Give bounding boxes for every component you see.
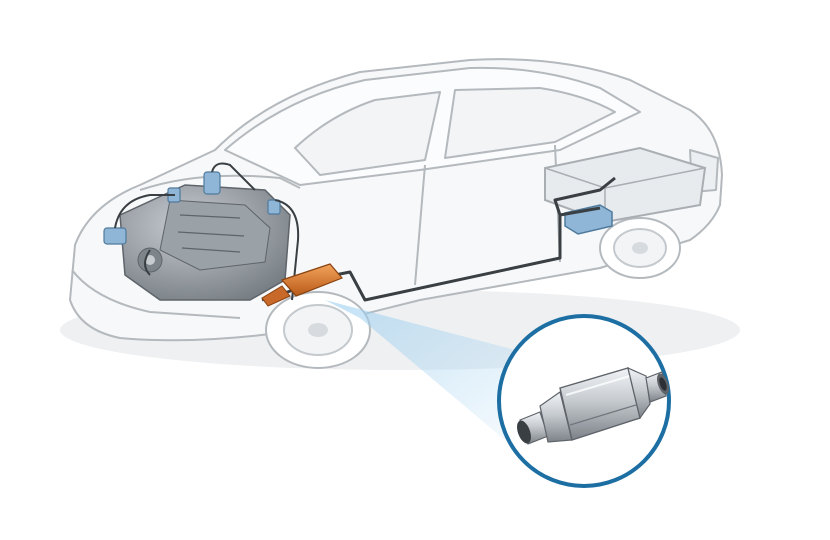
- callout-beam: [325, 300, 515, 440]
- front-wheel: [265, 291, 371, 369]
- catalytic-converter-in-car: [261, 263, 344, 307]
- catalytic-converter-zoom: [517, 366, 670, 445]
- catalytic-converter-callout: [497, 314, 671, 488]
- rear-wheel: [599, 217, 681, 279]
- fuel-tank: [544, 146, 707, 224]
- engine-wiring: [114, 162, 300, 301]
